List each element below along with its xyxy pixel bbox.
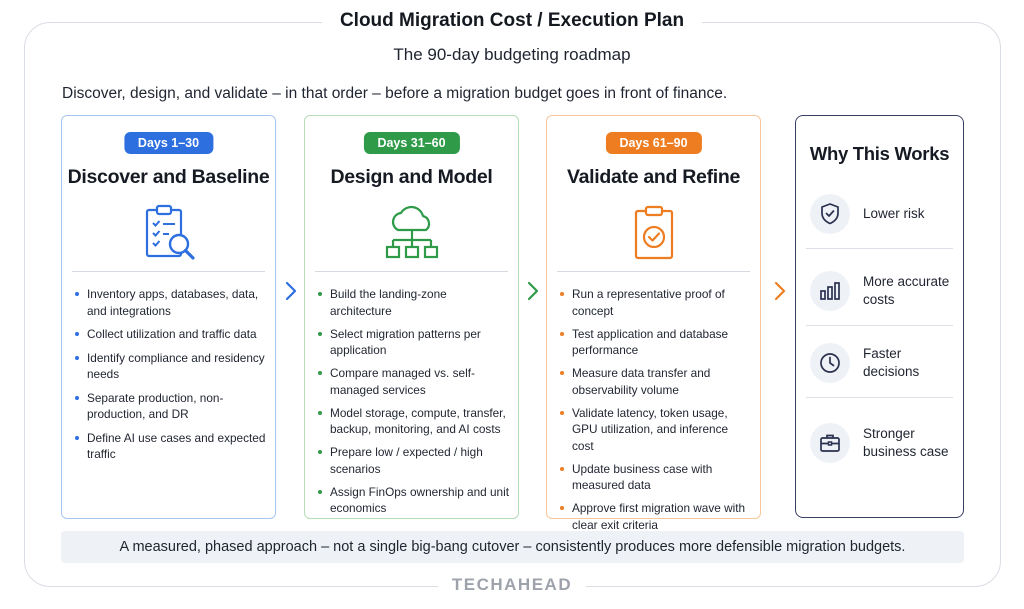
phase-days-badge: Days 61–90	[605, 132, 702, 154]
intro-text: Discover, design, and validate – in that…	[62, 85, 728, 102]
phase-card-discover: Days 1–30 Discover and Baseline Inventor…	[61, 115, 276, 519]
clipboard-search-icon	[145, 204, 195, 260]
cloud-network-icon	[385, 205, 438, 259]
why-title: Why This Works	[809, 143, 950, 164]
benefit-label: Stronger business case	[863, 426, 949, 459]
list-item: Define AI use cases and expected traffic	[74, 430, 267, 463]
page-title: Cloud Migration Cost / Execution Plan	[0, 10, 1024, 32]
page-subtitle: The 90-day budgeting roadmap	[393, 45, 631, 64]
phase-title: Discover and Baseline	[67, 166, 270, 188]
list-item: Update business case with measured data	[559, 461, 752, 494]
list-item: Model storage, compute, transfer, backup…	[317, 405, 510, 438]
benefit-label: More accurate costs	[863, 274, 950, 307]
chevron-right-icon	[285, 281, 297, 301]
divider	[557, 271, 750, 272]
list-item: Identify compliance and residency needs	[74, 350, 267, 383]
phase-card-design: Days 31–60 Design and Model Build the la…	[304, 115, 519, 519]
benefit-faster-decisions: Faster decisions	[806, 328, 953, 398]
brand-logo: TECHAHEAD	[0, 575, 1024, 595]
shield-check-icon	[821, 203, 839, 225]
list-item: Approve first migration wave with clear …	[559, 500, 752, 533]
benefit-accurate-costs: More accurate costs	[806, 256, 953, 326]
phase-card-validate: Days 61–90 Validate and Refine Run a rep…	[546, 115, 761, 532]
chevron-right-icon	[774, 281, 786, 301]
phase-title: Validate and Refine	[566, 166, 741, 188]
phase-days-badge: Days 31–60	[363, 132, 460, 154]
phase-bullet-list: Build the landing-zone architecture Sele…	[317, 286, 510, 523]
list-item: Build the landing-zone architecture	[317, 286, 510, 319]
list-item: Measure data transfer and observability …	[559, 365, 752, 398]
list-item: Inventory apps, databases, data, and int…	[74, 286, 267, 319]
footer-note: A measured, phased approach – not a sing…	[61, 531, 964, 563]
chevron-right-icon	[527, 281, 539, 301]
phase-bullet-list: Run a representative proof of concept Te…	[559, 286, 752, 540]
list-item: Assign FinOps ownership and unit economi…	[317, 484, 510, 517]
briefcase-icon	[820, 434, 840, 452]
clock-icon	[820, 353, 840, 373]
benefit-label: Faster decisions	[863, 346, 920, 379]
divider	[315, 271, 508, 272]
list-item: Run a representative proof of concept	[559, 286, 752, 319]
clipboard-check-icon	[634, 205, 673, 260]
divider	[72, 271, 265, 272]
list-item: Separate production, non-production, and…	[74, 390, 267, 423]
benefit-label: Lower risk	[863, 206, 925, 221]
list-item: Compare managed vs. self-managed service…	[317, 365, 510, 398]
phase-days-badge: Days 1–30	[123, 132, 214, 154]
list-item: Select migration patterns per applicatio…	[317, 326, 510, 359]
list-item: Prepare low / expected / high scenarios	[317, 444, 510, 477]
benefit-lower-risk: Lower risk	[806, 179, 953, 249]
why-this-works-panel: Why This Works Lower risk More accurate …	[795, 115, 964, 518]
phase-bullet-list: Inventory apps, databases, data, and int…	[74, 286, 267, 470]
phase-title: Design and Model	[330, 166, 493, 188]
list-item: Collect utilization and traffic data	[74, 326, 267, 343]
bar-chart-icon	[820, 282, 840, 300]
list-item: Test application and database performanc…	[559, 326, 752, 359]
benefit-stronger-business-case: Stronger business case	[806, 408, 953, 478]
list-item: Validate latency, token usage, GPU utili…	[559, 405, 752, 455]
